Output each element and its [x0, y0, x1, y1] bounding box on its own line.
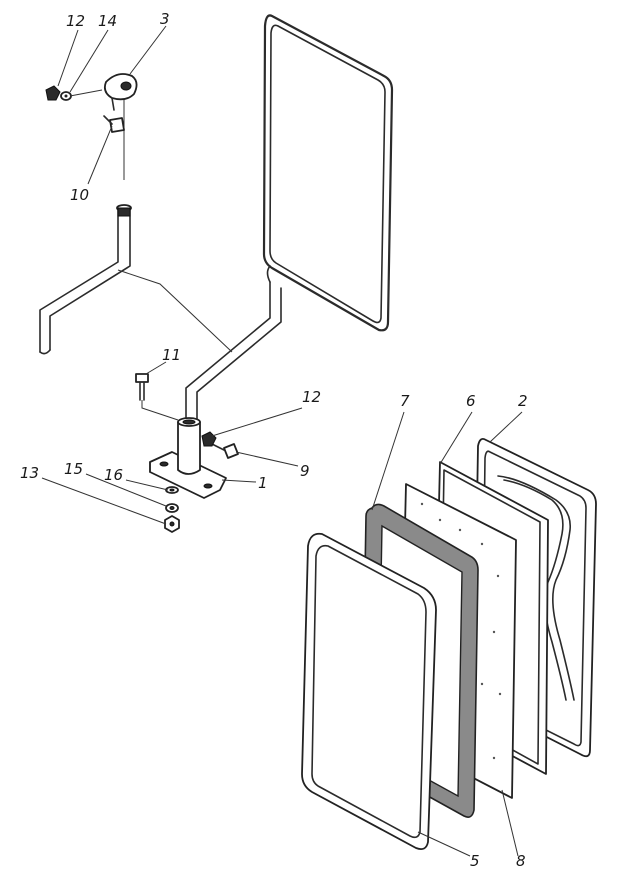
part-labels: 12 14 3 10 11 12 9 1 16 15 13 7 6 2 5 8 — [20, 10, 528, 870]
washer-14 — [60, 91, 72, 101]
nut-12-side — [201, 431, 217, 447]
label-1: 1 — [258, 474, 268, 492]
label-10: 10 — [70, 186, 89, 204]
top-clamp-group — [45, 73, 138, 133]
label-14: 14 — [98, 12, 117, 30]
front-frame-5 — [301, 532, 437, 851]
label-5: 5 — [470, 852, 480, 870]
nut-12-top — [45, 85, 61, 101]
label-15: 15 — [64, 460, 83, 478]
label-12-top: 12 — [66, 12, 85, 30]
bolt-9 — [211, 443, 239, 459]
label-12-side: 12 — [302, 388, 321, 406]
leader-lines — [41, 25, 523, 857]
label-13: 13 — [20, 464, 39, 482]
mirror-head-assembled — [262, 14, 394, 332]
label-7: 7 — [400, 392, 410, 410]
label-3: 3 — [160, 10, 170, 28]
bolt-10 — [103, 115, 125, 133]
label-11: 11 — [162, 346, 181, 364]
washer-15 — [165, 503, 179, 513]
label-8: 8 — [516, 852, 526, 870]
base-bracket-group — [135, 373, 239, 533]
bolt-11 — [135, 373, 179, 421]
nut-13 — [164, 515, 180, 533]
label-6: 6 — [466, 392, 476, 410]
label-9: 9 — [300, 462, 310, 480]
label-16: 16 — [104, 466, 123, 484]
mirror-arm-tube — [39, 100, 282, 421]
label-2: 2 — [518, 392, 528, 410]
